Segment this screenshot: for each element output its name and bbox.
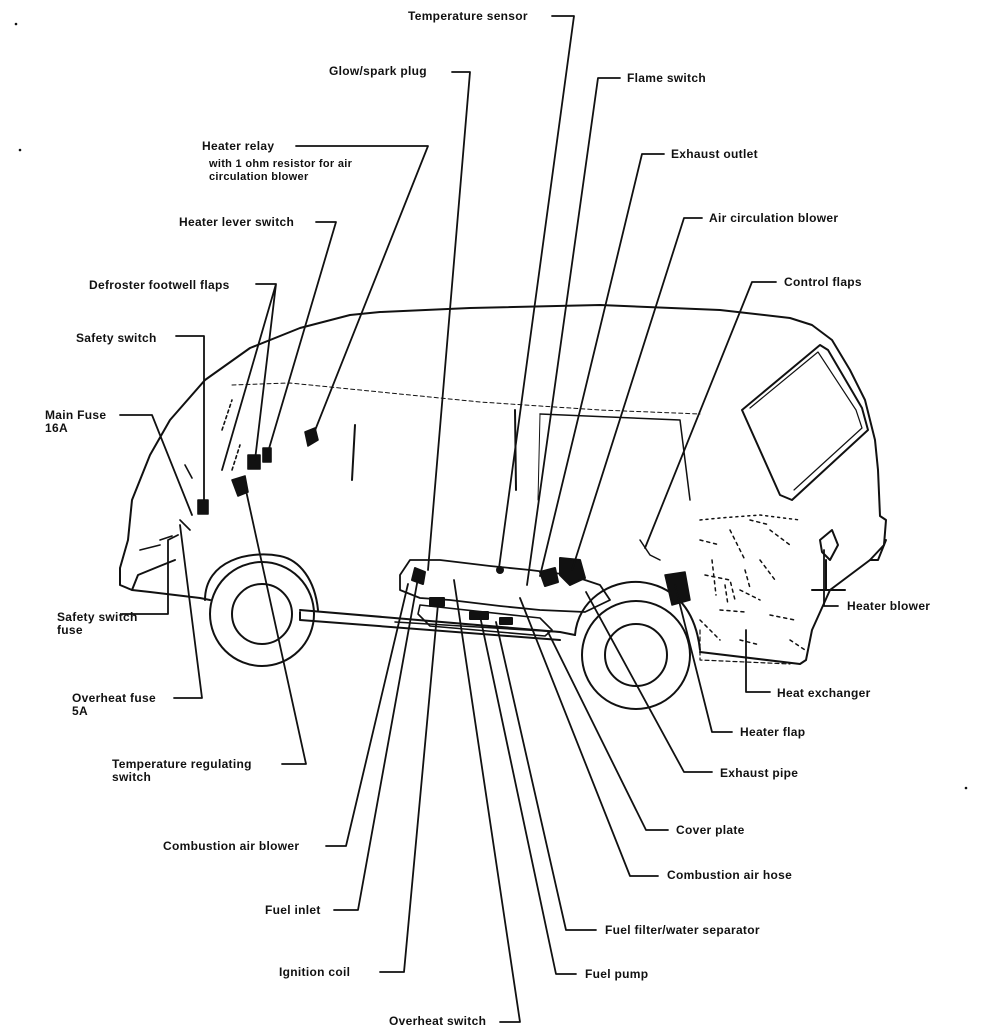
label-exhaust-pipe: Exhaust pipe	[720, 766, 799, 780]
label-heat-exchanger: Heat exchanger	[777, 686, 871, 700]
label-glow-spark-plug: Glow/spark plug	[329, 64, 427, 78]
label-temperature-regulating-switch: Temperature regulating switch	[112, 757, 252, 784]
label-safety-switch-fuse: Safety switch fuse	[57, 610, 138, 637]
label-safety-switch: Safety switch	[76, 331, 157, 345]
engine-bay	[639, 514, 806, 665]
label-heater-lever-switch: Heater lever switch	[179, 215, 295, 229]
label-exhaust-outlet: Exhaust outlet	[671, 147, 758, 161]
label-heater-flap: Heater flap	[740, 725, 806, 739]
label-heater-relay-note: with 1 ohm resistor for air circulation …	[209, 158, 353, 183]
label-combustion-air-blower: Combustion air blower	[163, 839, 300, 853]
label-heater-blower: Heater blower	[847, 599, 931, 613]
label-heater-relay: Heater relay	[202, 139, 275, 153]
label-cover-plate: Cover plate	[676, 823, 745, 837]
label-temperature-sensor: Temperature sensor	[408, 9, 528, 23]
specks	[14, 22, 968, 790]
label-flame-switch: Flame switch	[627, 71, 706, 85]
label-overheat-fuse: Overheat fuse 5A	[72, 691, 156, 718]
label-control-flaps: Control flaps	[784, 275, 862, 289]
interior-components	[139, 399, 319, 551]
label-fuel-pump: Fuel pump	[585, 967, 649, 981]
label-fuel-filter-water-separator: Fuel filter/water separator	[605, 923, 760, 937]
label-ignition-coil: Ignition coil	[279, 965, 351, 979]
van-outline	[119, 304, 887, 665]
rear-wheel	[209, 561, 315, 667]
label-main-fuse: Main Fuse 16A	[45, 408, 107, 435]
leader-lines	[119, 15, 839, 1023]
label-overheat-switch: Overheat switch	[389, 1014, 487, 1028]
label-air-circulation-blower: Air circulation blower	[709, 211, 839, 225]
front-wheel	[581, 600, 691, 710]
label-fuel-inlet: Fuel inlet	[265, 903, 321, 917]
label-defroster-footwell-flaps: Defroster footwell flaps	[89, 278, 230, 292]
label-combustion-air-hose: Combustion air hose	[667, 868, 793, 882]
heater-unit	[399, 557, 611, 637]
